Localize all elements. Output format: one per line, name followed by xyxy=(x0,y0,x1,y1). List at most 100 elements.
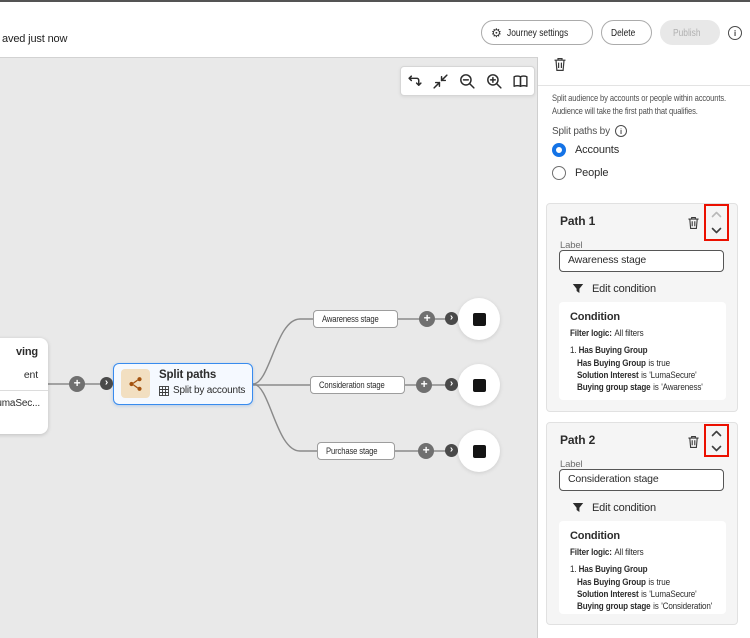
zoom-in-button[interactable] xyxy=(482,69,506,93)
end-node[interactable] xyxy=(458,430,500,472)
collapse-button[interactable] xyxy=(429,69,453,93)
filter-logic-line: Filter logic:All filters xyxy=(570,328,644,339)
map-view-button[interactable] xyxy=(509,69,533,93)
branch-label-pill: Purchase stage xyxy=(317,442,396,460)
end-square-icon xyxy=(472,312,486,326)
end-node[interactable] xyxy=(458,298,500,340)
zoom-in-icon xyxy=(486,73,502,89)
edit-condition-button[interactable]: Edit condition xyxy=(572,283,656,295)
radio-option-people[interactable]: People xyxy=(552,166,609,180)
rule-name-line: 1. Has Buying Group xyxy=(570,345,648,357)
connector-lines xyxy=(0,318,465,452)
path-label-input[interactable]: Consideration stage xyxy=(559,469,724,491)
add-activity-button[interactable]: + xyxy=(69,376,85,392)
condition-summary: Condition Filter logic:All filters 1. Ha… xyxy=(559,521,726,614)
rule-name-line: 1. Has Buying Group xyxy=(570,564,648,576)
path-card-2: Path 2 Label Consideration stage Edit co… xyxy=(546,422,738,625)
move-path-down-button[interactable] xyxy=(709,443,723,453)
radio-people-label: People xyxy=(575,167,609,179)
split-paths-node[interactable]: Split paths Split by accounts xyxy=(113,363,253,405)
journey-canvas[interactable]: ving ent LumaSec... Split paths Split by… xyxy=(0,57,538,638)
connector-port-icon: › xyxy=(445,312,458,325)
properties-panel: Split audience by accounts or people wit… xyxy=(538,48,750,638)
connector-port-icon: › xyxy=(445,444,458,457)
grid-icon xyxy=(159,385,169,396)
undo-button[interactable] xyxy=(402,69,426,93)
trash-icon xyxy=(687,216,699,230)
connector-port-icon: › xyxy=(100,377,113,390)
end-square-icon xyxy=(472,444,486,458)
path-card-1: Path 1 Label Awareness stage Edit condit… xyxy=(546,203,738,412)
canvas-toolbar xyxy=(400,66,535,96)
delete-node-button[interactable] xyxy=(551,55,569,73)
split-by-label: Split by accounts xyxy=(173,385,246,396)
split-paths-icon-box xyxy=(121,369,150,398)
filter-icon xyxy=(572,284,584,293)
edit-condition-button[interactable]: Edit condition xyxy=(572,502,656,514)
radio-option-accounts[interactable]: Accounts xyxy=(552,143,619,157)
zoom-out-button[interactable] xyxy=(455,69,479,93)
add-activity-button[interactable]: + xyxy=(419,311,435,327)
source-node-line3: LumaSec... xyxy=(0,398,40,409)
saved-status: aved just now xyxy=(2,33,68,45)
delete-path-button[interactable] xyxy=(685,215,701,231)
collapse-icon xyxy=(433,73,449,89)
chevron-up-icon xyxy=(711,430,721,436)
split-paths-node-title: Split paths xyxy=(159,369,217,381)
delete-button[interactable]: Delete xyxy=(601,20,652,45)
path-label-input[interactable]: Awareness stage xyxy=(559,250,724,272)
delete-path-button[interactable] xyxy=(685,434,701,450)
path-title: Path 1 xyxy=(560,214,596,228)
gear-icon: ⚙ xyxy=(490,25,502,40)
add-activity-button[interactable]: + xyxy=(416,377,432,393)
end-square-icon xyxy=(472,378,486,392)
label-field-label: Label xyxy=(560,240,583,251)
edit-condition-label: Edit condition xyxy=(592,283,656,295)
delete-label: Delete xyxy=(611,26,636,39)
trash-icon xyxy=(554,57,566,71)
journey-settings-button[interactable]: ⚙ Journey settings xyxy=(480,20,594,45)
journey-settings-label: Journey settings xyxy=(506,26,568,39)
source-node-line1: ving xyxy=(15,346,38,358)
info-icon[interactable]: i xyxy=(614,125,627,137)
branch-label-pill: Awareness stage xyxy=(313,310,398,328)
move-path-up-button[interactable] xyxy=(709,209,723,219)
radio-selected-icon[interactable] xyxy=(552,143,566,157)
publish-button[interactable]: Publish xyxy=(659,20,720,45)
move-path-up-button[interactable] xyxy=(709,428,723,438)
map-icon xyxy=(513,74,528,87)
connector-port-icon: › xyxy=(445,378,458,391)
info-icon[interactable]: i xyxy=(728,25,742,40)
radio-unselected-icon[interactable] xyxy=(552,166,566,180)
edit-condition-label: Edit condition xyxy=(592,502,656,514)
annotation-highlight-box xyxy=(704,204,729,241)
panel-divider xyxy=(538,85,750,86)
end-node[interactable] xyxy=(458,364,500,406)
panel-description: Split audience by accounts or people wit… xyxy=(552,93,727,117)
condition-summary: Condition Filter logic:All filters 1. Ha… xyxy=(559,302,726,400)
chevron-down-icon xyxy=(711,227,721,233)
chevron-down-icon xyxy=(711,445,721,451)
filter-logic-line: Filter logic:All filters xyxy=(570,547,644,558)
publish-label: Publish xyxy=(672,26,701,39)
condition-heading: Condition xyxy=(570,530,620,542)
condition-heading: Condition xyxy=(570,311,620,323)
source-node-divider xyxy=(0,390,48,391)
label-field-label: Label xyxy=(560,459,583,470)
add-activity-button[interactable]: + xyxy=(418,443,434,459)
branch-label-pill: Consideration stage xyxy=(310,376,406,394)
source-node[interactable]: ving ent LumaSec... xyxy=(0,338,48,434)
window-top-edge xyxy=(0,0,750,2)
trash-icon xyxy=(687,435,699,449)
annotation-highlight-box xyxy=(704,424,729,457)
share-split-icon xyxy=(128,376,142,391)
move-path-down-button[interactable] xyxy=(709,225,723,235)
